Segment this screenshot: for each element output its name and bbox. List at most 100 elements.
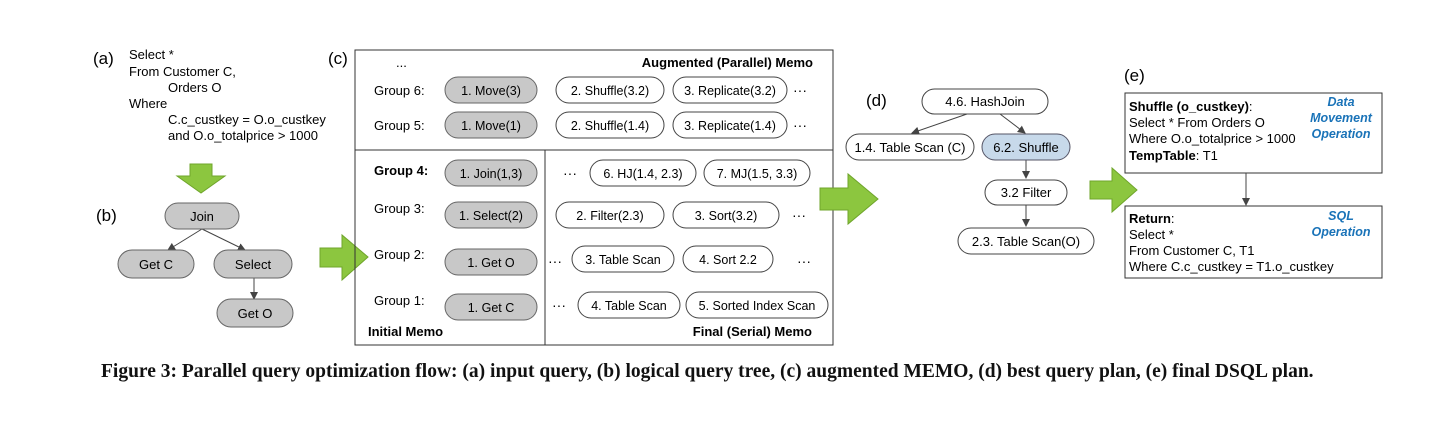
panel-b: (b) Join Get C Select Get O: [96, 202, 294, 328]
dsql-shuffle-line: Shuffle (o_custkey):: [1129, 99, 1253, 114]
group-3-initial-expr: [444, 201, 538, 229]
group-2-label: Group 2:: [374, 247, 425, 262]
initial-memo-title: Initial Memo: [368, 324, 443, 339]
final-memo-title: Final (Serial) Memo: [693, 324, 812, 339]
sql-operation-tag-1: SQL: [1328, 209, 1354, 223]
tree-node-join: [164, 202, 240, 230]
group-4-expr-hj: [589, 159, 697, 187]
group-4-expr-mj: [703, 159, 811, 187]
group-6-expr-replicate: [672, 76, 788, 104]
plan-node-hashjoin: [921, 88, 1049, 115]
dsql-return-where: Where C.c_custkey = T1.o_custkey: [1129, 259, 1334, 274]
sql-operation-tag-2: Operation: [1311, 225, 1370, 239]
panel-d-label: (d): [866, 91, 887, 110]
tree-node-get-o: [216, 298, 294, 328]
group-5-expr-replicate: [672, 111, 788, 139]
group-2-initial-label: 1. Get O: [467, 256, 515, 270]
dsql-return-title: Return: [1129, 211, 1171, 226]
query-line-3: Orders O: [168, 80, 221, 95]
group-5-initial-label: 1. Move(1): [461, 119, 521, 133]
group-5-expr-shuffle: [555, 111, 665, 139]
panel-a: (a) Select * From Customer C, Orders O W…: [93, 47, 326, 143]
data-movement-tag-2: Movement: [1310, 111, 1373, 125]
memo-top-ellipsis: ...: [396, 55, 407, 70]
group-6-expr-shuffle: [555, 76, 665, 104]
group-1-expr-sorted-index-scan: [685, 291, 829, 319]
group-3-expr-sort: [672, 201, 780, 229]
flow-arrow-c-to-d: [819, 172, 879, 226]
flow-arrow-b-to-c: [319, 233, 369, 282]
group-3-label: Group 3:: [374, 201, 425, 216]
group-3-expr-filter-label: 2. Filter(2.3): [576, 209, 643, 223]
figure-caption: Figure 3: Parallel query optimization fl…: [101, 361, 1314, 382]
plan-node-filter: [984, 179, 1068, 206]
group-5-more: ···: [793, 117, 807, 133]
data-movement-tag-1: Data: [1327, 95, 1354, 109]
panel-e: (e) Shuffle (o_custkey): Select * From O…: [1124, 66, 1383, 279]
dsql-sql-operation-box: [1124, 205, 1383, 279]
group-6-initial-label: 1. Move(3): [461, 84, 521, 98]
group-1-expr-sorted-index-scan-label: 5. Sorted Index Scan: [699, 299, 816, 313]
group-2-expr-table-scan-label: 3. Table Scan: [585, 253, 661, 267]
dsql-shuffle-select: Select * From Orders O: [1129, 115, 1265, 130]
group-5-expr-shuffle-label: 2. Shuffle(1.4): [571, 119, 649, 133]
group-5-expr-replicate-label: 3. Replicate(1.4): [684, 119, 776, 133]
dsql-temptable-line: TempTable: T1: [1129, 148, 1218, 163]
plan-node-scan-c: [845, 133, 975, 161]
panel-a-label: (a): [93, 49, 114, 68]
group-1-label: Group 1:: [374, 293, 425, 308]
group-1-lead-dots: ···: [552, 297, 566, 313]
group-6-more: ···: [793, 82, 807, 98]
group-3-initial-label: 1. Select(2): [459, 209, 523, 223]
tree-node-join-label: Join: [190, 209, 214, 224]
dsql-shuffle-title: Shuffle (o_custkey): [1129, 99, 1249, 114]
tree-node-get-c: [117, 249, 195, 279]
group-1-initial-expr: [444, 293, 538, 321]
query-line-1: Select *: [129, 47, 174, 62]
panel-c-label: (c): [328, 49, 348, 68]
group-2-initial-expr: [444, 248, 538, 276]
flow-arrow-d-to-e: [1089, 166, 1138, 214]
dsql-return-colon: :: [1171, 211, 1175, 226]
group-6-expr-replicate-label: 3. Replicate(3.2): [684, 84, 776, 98]
plan-node-shuffle-label: 6.2. Shuffle: [993, 140, 1059, 155]
group-4-expr-mj-label: 7. MJ(1.5, 3.3): [717, 167, 798, 181]
dsql-temptable-title: TempTable: [1129, 148, 1196, 163]
tree-node-get-o-label: Get O: [238, 306, 273, 321]
dsql-temptable-value: : T1: [1196, 148, 1218, 163]
group-5-initial-expr: [444, 111, 538, 139]
group-4-expr-hj-label: 6. HJ(1.4, 2.3): [603, 167, 682, 181]
data-movement-tag-3: Operation: [1311, 127, 1370, 141]
tree-node-select-label: Select: [235, 257, 272, 272]
plan-node-scan-o-label: 2.3. Table Scan(O): [972, 234, 1080, 249]
dsql-return-select: Select *: [1129, 227, 1174, 242]
group-6-label: Group 6:: [374, 83, 425, 98]
group-1-initial-label: 1. Get C: [468, 301, 515, 315]
group-2-expr-table-scan: [571, 245, 675, 273]
group-6-initial-expr: [444, 76, 538, 104]
group-6-expr-shuffle-label: 2. Shuffle(3.2): [571, 84, 649, 98]
group-3-expr-sort-label: 3. Sort(3.2): [695, 209, 758, 223]
group-2-expr-sort: [682, 245, 774, 273]
plan-node-scan-c-label: 1.4. Table Scan (C): [854, 140, 965, 155]
dsql-shuffle-colon: :: [1249, 99, 1253, 114]
panel-c: (c) ... Augmented (Parallel) Memo Initia…: [328, 49, 834, 346]
plan-node-filter-label: 3.2 Filter: [1001, 185, 1052, 200]
group-4-lead-dots: ···: [563, 165, 577, 181]
panel-b-label: (b): [96, 206, 117, 225]
tree-node-get-c-label: Get C: [139, 257, 173, 272]
panel-d: (d) 4.6. HashJoin 1.4. Table Scan (C) 6.…: [845, 88, 1095, 255]
group-4-initial-expr: [444, 159, 538, 187]
plan-node-scan-o: [957, 227, 1095, 255]
group-3-expr-filter: [555, 201, 665, 229]
dsql-data-movement-box: [1124, 92, 1383, 174]
group-2-lead-dots: ···: [548, 253, 562, 269]
augmented-memo-title: Augmented (Parallel) Memo: [642, 55, 813, 70]
group-4-initial-label: 1. Join(1,3): [460, 167, 523, 181]
group-5-label: Group 5:: [374, 118, 425, 133]
query-line-4: Where: [129, 96, 167, 111]
plan-node-hashjoin-label: 4.6. HashJoin: [945, 94, 1025, 109]
group-2-more: ···: [797, 253, 811, 269]
tree-node-select: [213, 249, 293, 279]
flow-arrow-a-to-b: [175, 163, 227, 194]
